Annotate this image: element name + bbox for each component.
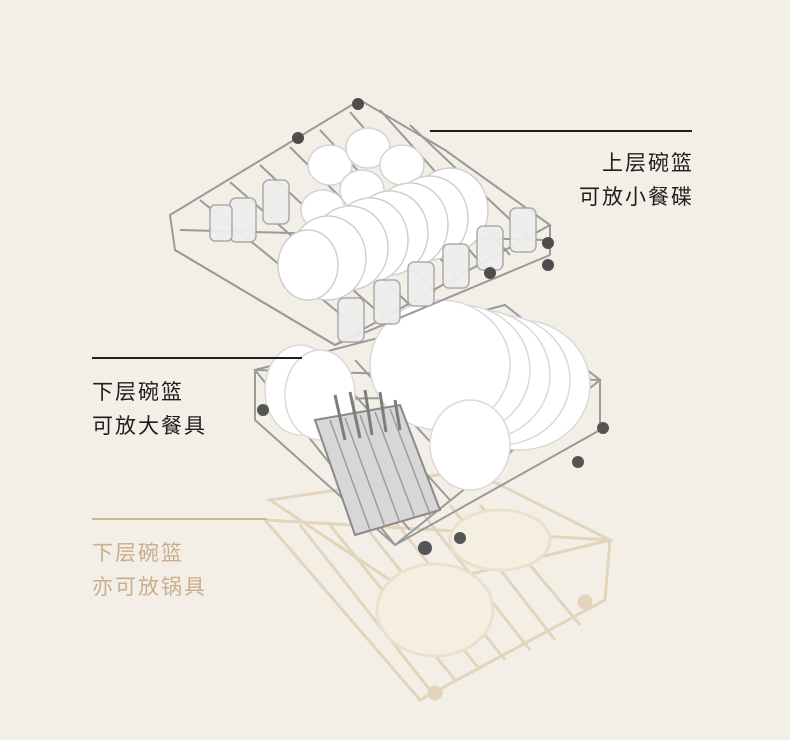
lower-rack-pots-leader-line — [92, 518, 267, 520]
lower-rack-caption-line1: 下层碗篮 — [92, 380, 184, 404]
lower-rack — [253, 299, 609, 555]
lower-rack-caption: 下层碗篮 可放大餐具 — [92, 375, 207, 443]
upper-rack-caption: 上层碗篮 可放小餐碟 — [579, 146, 694, 214]
lower-rack-leader-line — [92, 357, 302, 359]
upper-rack — [168, 98, 554, 347]
faded-pot-rack — [261, 468, 615, 702]
lower-rack-pots-caption: 下层碗篮 亦可放锅具 — [92, 536, 207, 604]
lower-rack-pots-caption-line1: 下层碗篮 — [92, 541, 184, 565]
cutlery-basket — [313, 389, 442, 537]
lower-rack-pots-caption-line2: 亦可放锅具 — [92, 575, 207, 599]
upper-rack-caption-line2: 可放小餐碟 — [579, 185, 694, 209]
upper-rack-leader-line — [430, 130, 692, 132]
lower-rack-caption-line2: 可放大餐具 — [92, 414, 207, 438]
upper-rack-caption-line1: 上层碗篮 — [602, 151, 694, 175]
